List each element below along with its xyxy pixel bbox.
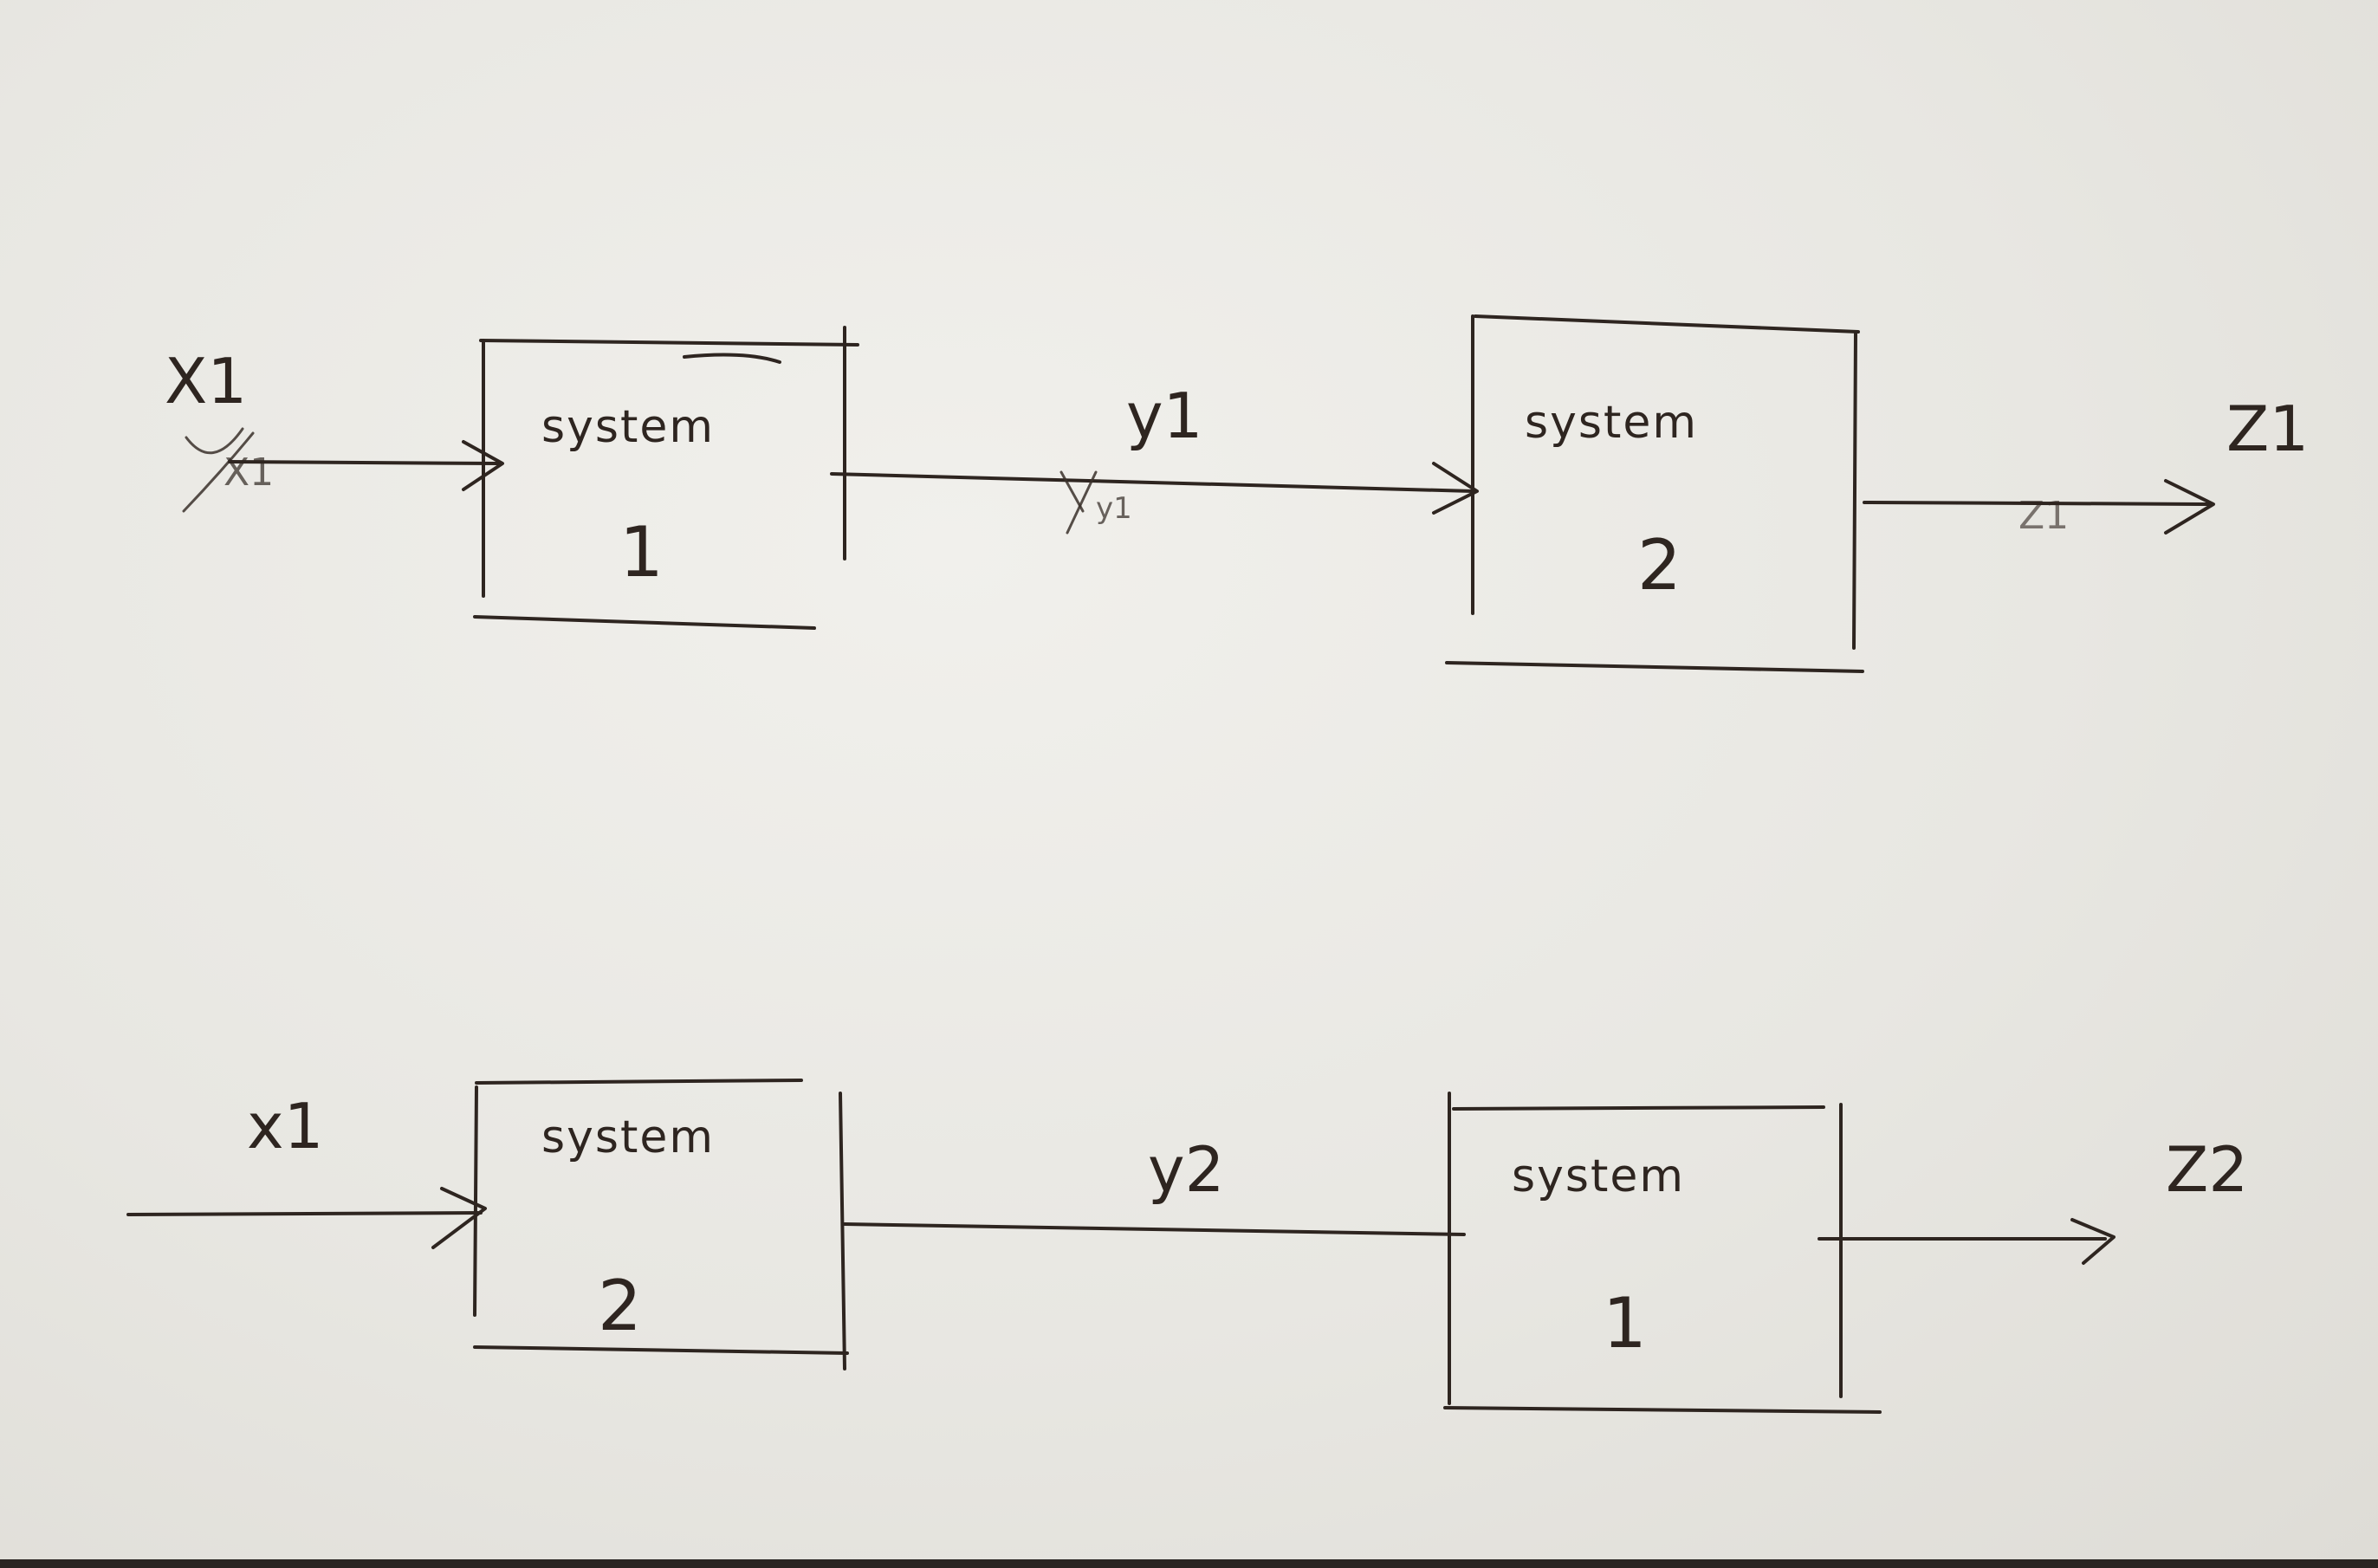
top-input-scribble-text: X1 bbox=[224, 450, 274, 495]
top-input-arrow bbox=[228, 440, 504, 491]
bottom-mid-label: y2 bbox=[1148, 1133, 1224, 1206]
bottom-box-system-2: system 2 bbox=[473, 1079, 849, 1370]
photo-bottom-edge bbox=[0, 1559, 2378, 1568]
top-mid-scribble-text: y1 bbox=[1096, 491, 1132, 526]
top-output-arrow bbox=[1863, 479, 2215, 535]
top-box1-title: system bbox=[541, 401, 715, 453]
top-mid-label: y1 bbox=[1126, 379, 1202, 452]
bottom-box2-number: 1 bbox=[1603, 1283, 1647, 1364]
top-box2-title: system bbox=[1525, 397, 1698, 449]
top-mid-arrow bbox=[830, 462, 1479, 515]
top-mid-scribble: y1 bbox=[1059, 470, 1132, 535]
bottom-box2-title: system bbox=[1512, 1150, 1685, 1202]
top-output-label: Z1 bbox=[2226, 392, 2309, 465]
top-input-scribble: X1 bbox=[182, 427, 274, 513]
top-box2-number: 2 bbox=[1637, 525, 1681, 606]
top-box1-number: 1 bbox=[619, 512, 664, 593]
top-box-system-2: system 2 bbox=[1445, 314, 1864, 673]
top-box-system-1: system 1 bbox=[473, 326, 859, 630]
bottom-output-label: Z2 bbox=[2166, 1133, 2248, 1206]
bottom-input-label: x1 bbox=[247, 1090, 323, 1163]
top-chain: X1 X1 system 1 bbox=[165, 314, 2309, 673]
bottom-chain: x1 system 2 y2 bbox=[126, 1079, 2248, 1414]
top-output-scribble: Z1 bbox=[2018, 494, 2069, 538]
bottom-box1-title: system bbox=[541, 1111, 715, 1163]
top-output-scribble-text: Z1 bbox=[2018, 494, 2069, 538]
bottom-output-arrow bbox=[1818, 1218, 2116, 1265]
bottom-input-arrow bbox=[126, 1187, 487, 1249]
bottom-box1-number: 2 bbox=[598, 1266, 642, 1346]
bottom-mid-line bbox=[843, 1222, 1466, 1236]
top-input-label: X1 bbox=[165, 345, 247, 418]
bottom-box-system-1: system 1 bbox=[1443, 1092, 1882, 1414]
